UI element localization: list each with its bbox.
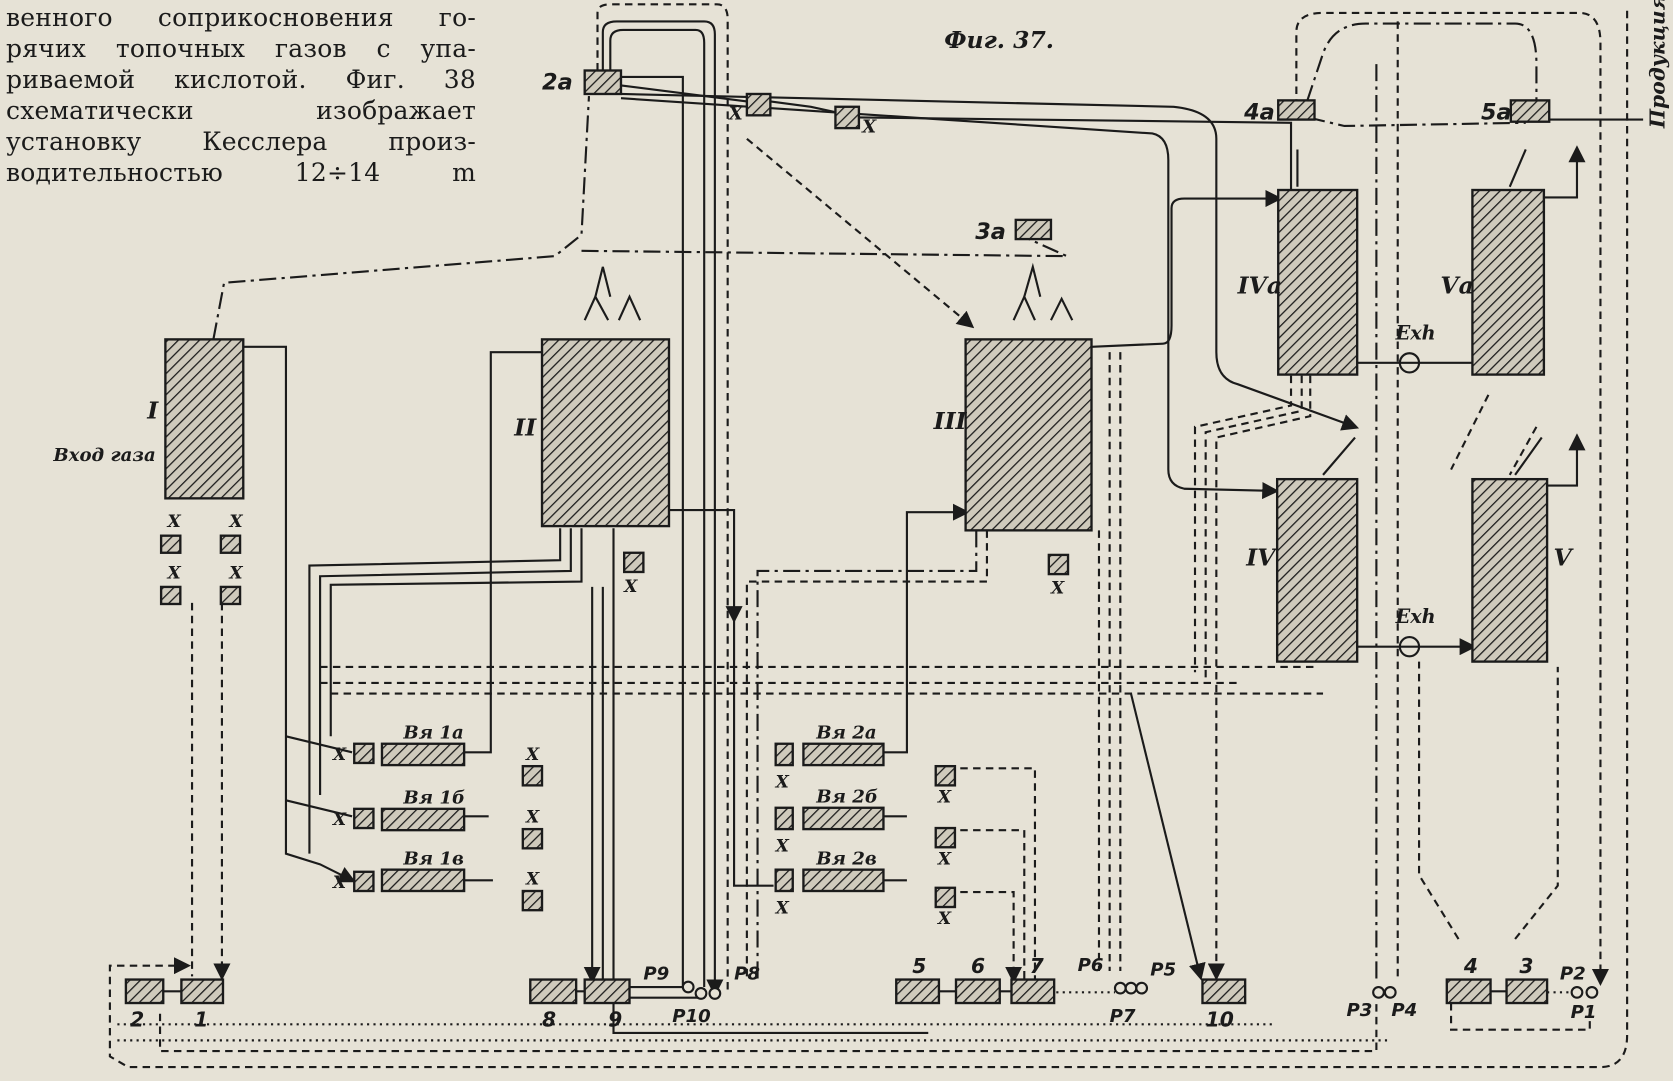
text-line: схематически изображает [6, 96, 476, 125]
pump-P1-label: P1 [1571, 1002, 1597, 1023]
tower-V-label: V [1554, 544, 1575, 572]
pump-P2-label: P2 [1560, 964, 1586, 985]
tank-6-label: 6 [971, 954, 985, 978]
tower-IV [1275, 477, 1359, 663]
valve-label: X [623, 577, 638, 597]
tower-IVa [1277, 188, 1359, 376]
valve-label: X [1050, 578, 1065, 598]
text-line: установку Кесслера произ- [6, 127, 476, 156]
tower-III [964, 338, 1093, 532]
cooler-1c-label: Вя 1в [402, 848, 464, 869]
valve-label: X [525, 808, 540, 828]
valve-label: X [332, 810, 347, 830]
valve-label: X [167, 563, 182, 583]
tank-8-label: 8 [542, 1008, 556, 1032]
valve-label: X [728, 104, 744, 125]
towers [164, 188, 1549, 663]
cooler-2a-label: Вя 2а [815, 722, 876, 743]
tank-7-label: 7 [1030, 954, 1045, 978]
text-paragraph: венного соприкосновения го- рячих топочн… [6, 2, 476, 188]
pump-P6-label: P6 [1078, 955, 1104, 976]
text-line: риваемой кислотой. Фиг. 38 [6, 65, 476, 94]
tower-V [1471, 477, 1549, 663]
exhausters [1398, 352, 1421, 658]
tower-II [540, 338, 671, 528]
tower-IV-label: IV [1245, 544, 1278, 572]
pump-P9-label: P9 [643, 964, 669, 985]
tower-II-label: II [513, 413, 537, 441]
tanks [124, 978, 1549, 1005]
valve-label: X [775, 837, 790, 857]
valve-label: X [167, 512, 182, 532]
valve-label: X [775, 898, 790, 918]
valve-label: X [937, 909, 952, 929]
valve-label: X [861, 116, 877, 137]
cooler-2c-label: Вя 2в [815, 848, 877, 869]
tower-I-label: I [146, 396, 159, 424]
valve-label: X [525, 745, 540, 765]
valve-label: X [332, 873, 347, 893]
tower-Va [1471, 188, 1546, 376]
text-line: рячих топочных газов с упа- [6, 34, 476, 63]
valve-label: X [228, 563, 243, 583]
cooler-1a-label: Вя 1а [402, 722, 463, 743]
pump-P8-label: P8 [734, 964, 760, 985]
distributor-3a-label: 3а [975, 219, 1006, 245]
distributor-4a-label: 4а [1243, 100, 1275, 126]
pump-P5-label: P5 [1150, 959, 1176, 980]
tower-IVa-label: IVа [1237, 271, 1282, 299]
pump-P7-label: P7 [1110, 1006, 1136, 1027]
tower-I [164, 338, 245, 500]
tank-4-label: 4 [1463, 954, 1478, 978]
valve-label: X [775, 773, 790, 793]
distributor-5a-label: 5а [1481, 100, 1512, 126]
tower-III-label: III [933, 407, 968, 435]
exhauster-label: Exh [1395, 321, 1436, 344]
figure-title: Фиг. 37. [944, 26, 1054, 54]
tower-Va-label: Vа [1440, 271, 1473, 299]
tank-2-label: 2 [130, 1008, 144, 1032]
cooler-1b-label: Вя 1б [402, 788, 465, 809]
valve-label: X [937, 787, 952, 807]
tank-10-label: 10 [1206, 1008, 1234, 1032]
pumps [681, 980, 1599, 1000]
valve-label: X [525, 870, 540, 890]
exhauster-label: Exh [1395, 605, 1436, 628]
valves: X X X X X X X X X X X X X X X X X X X X [159, 92, 1070, 929]
tank-9-label: 9 [608, 1008, 622, 1032]
gas-inlet-label: Вход газа [52, 445, 155, 466]
pump-P10-label: P10 [672, 1006, 711, 1027]
distributors [583, 69, 1551, 241]
coolers [380, 742, 885, 893]
tank-3-label: 3 [1519, 954, 1533, 978]
tank-5-label: 5 [912, 954, 926, 978]
cooler-2b-label: Вя 2б [815, 786, 878, 807]
pump-P4-label: P4 [1391, 1000, 1417, 1021]
text-line: венного соприкосновения го- [6, 3, 476, 32]
text-line: водительностью 12÷14 m [6, 158, 476, 187]
valve-label: X [332, 745, 347, 765]
product-label: Продукция [1645, 0, 1669, 129]
valve-label: X [937, 849, 952, 869]
distributor-2a-label: 2а [542, 70, 573, 96]
pump-P3-label: P3 [1347, 1000, 1373, 1021]
pipelines [108, 3, 1644, 1069]
tank-1-label: 1 [194, 1008, 208, 1032]
valve-label: X [228, 512, 243, 532]
